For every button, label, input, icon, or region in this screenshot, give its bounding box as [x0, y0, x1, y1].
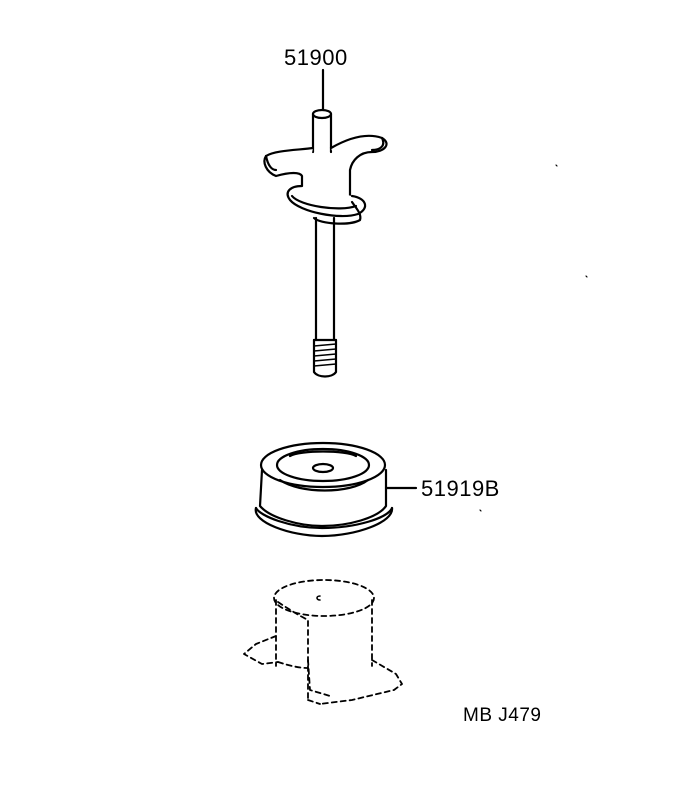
- cushion-cap-illustration: [254, 441, 418, 538]
- diagram-code-label: MB J479: [463, 705, 542, 726]
- carrier-bolt-illustration: [263, 68, 388, 378]
- bracket-reference-illustration: [243, 579, 403, 705]
- part-number-label: 51919B: [421, 476, 500, 501]
- scan-artifacts: [479, 164, 588, 512]
- part-number-label: 51900: [284, 45, 348, 70]
